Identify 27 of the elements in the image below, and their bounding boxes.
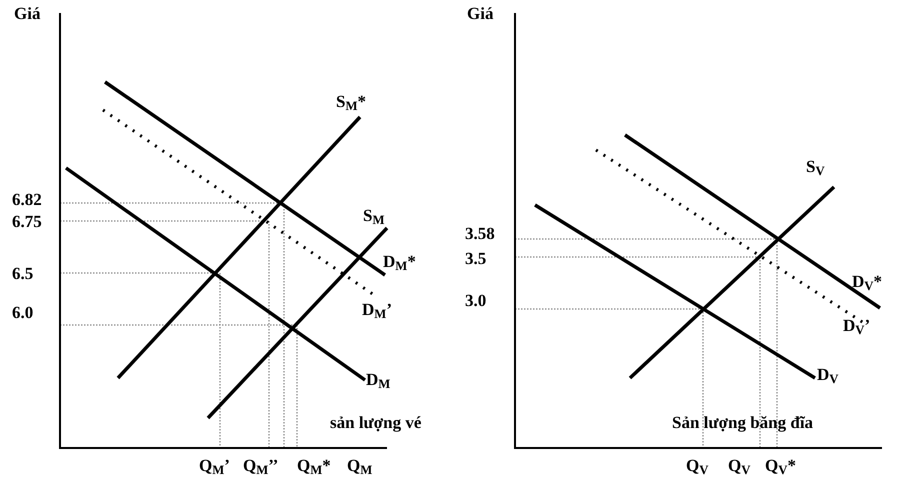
curve-label: S$_{M}$	[363, 206, 385, 226]
tick-label: Q$_{M}$’	[199, 456, 230, 476]
tick-label: Q$_{M}$*	[297, 456, 331, 476]
tick-label: 3.0	[465, 291, 486, 311]
tick-label: 6.75	[12, 212, 42, 232]
tick-label: Q$_{V}$*	[765, 456, 796, 476]
curve-label: D$_{V}$*	[852, 272, 882, 292]
curve-label: D$_{V}$’	[843, 316, 870, 336]
curve-label: S$_{V}$	[806, 157, 825, 177]
curve-label: D$_{M}$	[366, 370, 390, 390]
tick-label: 3.58	[465, 224, 495, 244]
tick-label: 6.0	[12, 303, 34, 323]
axis-title: sản lượng vé	[330, 413, 422, 433]
tick-label: 6.5	[12, 264, 34, 284]
axis-title: Giá	[14, 4, 40, 24]
axis-title: Sản lượng băng đĩa	[672, 413, 814, 433]
tick-label: Q$_{V}$	[728, 456, 750, 476]
tick-label: Q$_{V}$	[686, 456, 708, 476]
curve-label: D$_{M}$’	[362, 300, 392, 320]
curve-label: D$_{V}$	[817, 365, 838, 385]
tick-label: 6.82	[12, 190, 42, 210]
curve-label: S$_{M}$*	[336, 92, 366, 112]
tick-label: 3.5	[465, 249, 486, 269]
curve-label: D$_{M}$*	[383, 252, 416, 272]
tick-label: Q$_{M}$	[347, 456, 372, 476]
tick-label: Q$_{M}$’’	[243, 456, 278, 476]
axis-title: Giá	[467, 4, 494, 24]
